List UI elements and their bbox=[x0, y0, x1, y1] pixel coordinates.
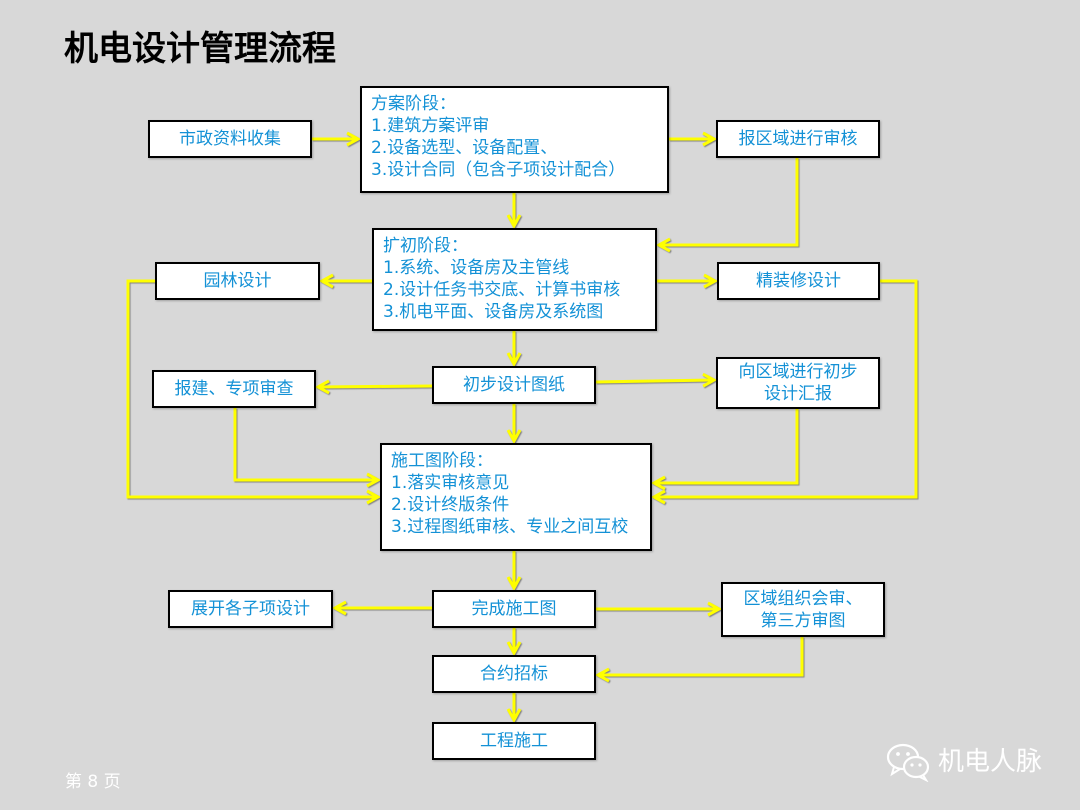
node-regional-report: 向区域进行初步 设计汇报 bbox=[716, 357, 880, 409]
node-label: 工程施工 bbox=[480, 731, 548, 751]
node-label-line: 区域组织会审、 bbox=[743, 588, 863, 609]
stage-item: 3.过程图纸审核、专业之间互校 bbox=[391, 517, 629, 537]
arrow-permit-to-construction-stage bbox=[233, 408, 378, 480]
node-label-line: 设计汇报 bbox=[764, 384, 832, 404]
brand-name: 机电人脉 bbox=[938, 747, 1043, 777]
node-label: 完成施工图 bbox=[471, 599, 557, 619]
node-construction: 工程施工 bbox=[432, 722, 596, 760]
node-label-line: 第三方审图 bbox=[760, 610, 846, 631]
stage-item: 3.设计合同（包含子项设计配合） bbox=[371, 160, 626, 180]
node-regional-review: 报区域进行审核 bbox=[716, 120, 880, 158]
stage-item: 1.建筑方案评审 bbox=[371, 116, 490, 136]
stage-heading: 方案阶段： bbox=[371, 94, 456, 114]
brand-watermark: 机电人脉 bbox=[886, 742, 1042, 782]
node-complete-drawings: 完成施工图 bbox=[432, 590, 596, 628]
node-label: 展开各子项设计 bbox=[191, 599, 310, 619]
stage-item: 3.机电平面、设备房及系统图 bbox=[383, 302, 604, 322]
arrow-regional-review-to-preliminary bbox=[659, 158, 799, 245]
node-label: 合约招标 bbox=[480, 664, 548, 684]
node-sub-item-design: 展开各子项设计 bbox=[168, 590, 333, 628]
page-number: 第 8 页 bbox=[65, 772, 121, 792]
stage-heading: 施工图阶段： bbox=[391, 451, 493, 471]
node-preliminary-drawings: 初步设计图纸 bbox=[432, 366, 596, 404]
arrow-regional-report-to-construction-stage bbox=[654, 409, 799, 483]
node-label: 初步设计图纸 bbox=[463, 375, 565, 395]
node-landscape-design: 园林设计 bbox=[155, 262, 320, 300]
node-municipal-data: 市政资料收集 bbox=[148, 120, 312, 158]
stage-item: 2.设计任务书交底、计算书审核 bbox=[383, 280, 621, 300]
page-title: 机电设计管理流程 bbox=[64, 29, 336, 69]
node-label-line: 向区域进行初步 bbox=[738, 362, 858, 382]
arrow-drawings-to-permit bbox=[318, 386, 433, 387]
node-label: 报建、专项审查 bbox=[174, 379, 294, 399]
arrow-fitout-to-construction-stage bbox=[654, 279, 918, 497]
stage-item: 1.系统、设备房及主管线 bbox=[383, 258, 570, 278]
arrow-drawings-to-regional-report bbox=[595, 380, 714, 382]
node-label: 园林设计 bbox=[203, 271, 272, 291]
node-permit-review: 报建、专项审查 bbox=[152, 370, 316, 408]
node-label: 市政资料收集 bbox=[179, 129, 281, 149]
arrow-joint-review-to-bidding bbox=[598, 637, 804, 675]
wechat-icon bbox=[886, 743, 930, 782]
stage-item: 2.设备选型、设备配置、 bbox=[371, 138, 558, 158]
stage-heading: 扩初阶段： bbox=[383, 236, 468, 256]
node-preliminary-stage: 扩初阶段： 1.系统、设备房及主管线 2.设计任务书交底、计算书审核 3.机电平… bbox=[372, 228, 657, 331]
node-construction-drawing-stage: 施工图阶段： 1.落实审核意见 2.设计终版条件 3.过程图纸审核、专业之间互校 bbox=[380, 443, 652, 551]
stage-item: 2.设计终版条件 bbox=[391, 495, 510, 515]
arrow-landscape-to-construction-stage bbox=[126, 279, 378, 497]
node-bidding: 合约招标 bbox=[432, 655, 596, 693]
node-interior-fitout-design: 精装修设计 bbox=[717, 262, 880, 300]
stage-item: 1.落实审核意见 bbox=[391, 473, 510, 493]
node-scheme-stage: 方案阶段： 1.建筑方案评审 2.设备选型、设备配置、 3.设计合同（包含子项设… bbox=[360, 86, 669, 193]
node-label: 报区域进行审核 bbox=[738, 129, 858, 149]
node-joint-review: 区域组织会审、 第三方审图 bbox=[721, 582, 885, 637]
node-label: 精装修设计 bbox=[756, 271, 841, 291]
